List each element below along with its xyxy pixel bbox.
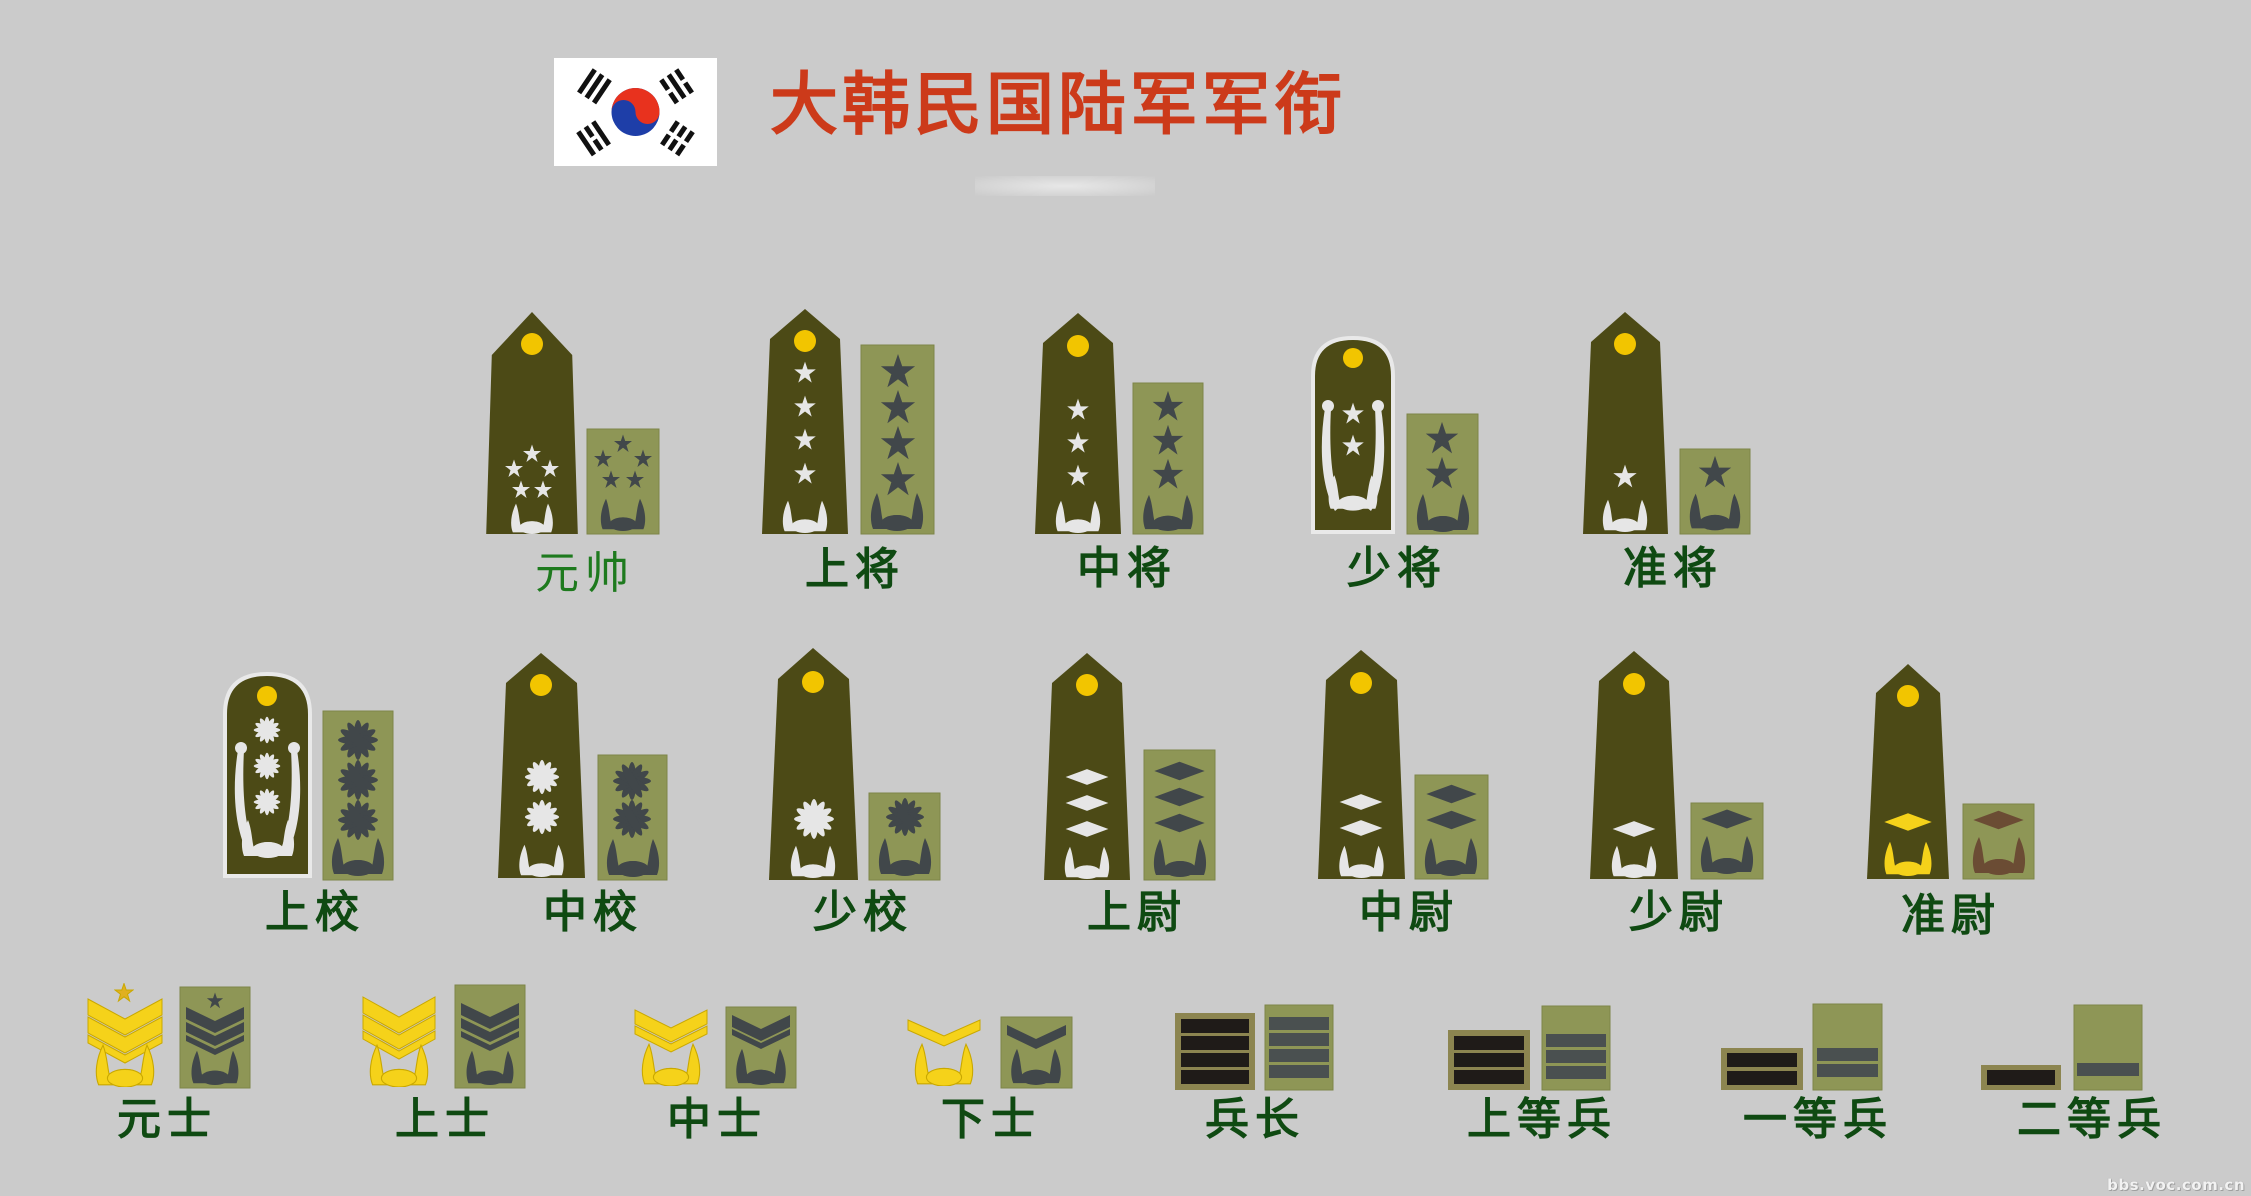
shoulder-board-second-lieutenant bbox=[1590, 651, 1678, 879]
collar-patch-sergeant-major bbox=[179, 986, 251, 1089]
collar-patch-general bbox=[860, 344, 935, 535]
watermark: bbs.voc.com.cn bbox=[2107, 1176, 2245, 1194]
rank-label: 准尉 bbox=[1901, 890, 2001, 941]
rank-label: 兵长 bbox=[1205, 1094, 1305, 1145]
shoulder-board-general bbox=[762, 309, 848, 534]
south-korea-flag-icon bbox=[554, 58, 717, 166]
collar-patch-sergeant-first-class bbox=[725, 1006, 797, 1089]
collar-patch-marshal bbox=[586, 428, 660, 535]
decorative-glow bbox=[975, 176, 1155, 196]
collar-patch-private bbox=[2073, 1004, 2143, 1091]
collar-patch-staff-sergeant bbox=[1000, 1016, 1073, 1089]
rank-label: 中尉 bbox=[1359, 887, 1459, 938]
rank-label: 中士 bbox=[667, 1094, 767, 1145]
shoulder-board-marshal bbox=[486, 312, 578, 534]
shoulder-board-colonel bbox=[223, 671, 312, 878]
insignia-sergeant bbox=[1175, 1013, 1255, 1090]
page-title: 大韩民国陆军军衔 bbox=[770, 65, 1347, 145]
rank-label: 少将 bbox=[1347, 543, 1447, 594]
rank-label: 一等兵 bbox=[1743, 1094, 1893, 1145]
insignia-staff-sergeant bbox=[898, 1018, 990, 1088]
collar-patch-warrant-officer bbox=[1962, 803, 2035, 880]
collar-patch-lieutenant-colonel bbox=[597, 754, 668, 881]
insignia-sergeant-first-class bbox=[627, 1008, 715, 1088]
insignia-sergeant-major bbox=[80, 983, 170, 1088]
insignia-private bbox=[1981, 1065, 2061, 1090]
rank-label: 二等兵 bbox=[2017, 1094, 2167, 1145]
collar-patch-major bbox=[868, 792, 941, 881]
insignia-corporal bbox=[1448, 1030, 1530, 1090]
shoulder-board-warrant-officer bbox=[1867, 664, 1949, 879]
collar-patch-brigadier-general bbox=[1679, 448, 1751, 535]
rank-label: 中将 bbox=[1077, 543, 1177, 594]
rank-label: 上尉 bbox=[1087, 887, 1187, 938]
rank-label: 准将 bbox=[1623, 543, 1723, 594]
collar-patch-captain bbox=[1143, 749, 1216, 881]
shoulder-board-major bbox=[769, 648, 858, 880]
rank-label: 少校 bbox=[813, 887, 913, 938]
collar-patch-corporal bbox=[1541, 1005, 1611, 1091]
collar-patch-colonel bbox=[322, 710, 394, 881]
rank-label: 上等兵 bbox=[1467, 1094, 1617, 1145]
rank-label: 下士 bbox=[941, 1094, 1041, 1145]
collar-patch-second-lieutenant bbox=[1690, 802, 1764, 880]
insignia-master-sergeant bbox=[355, 993, 443, 1088]
shoulder-board-brigadier-general bbox=[1583, 312, 1668, 534]
rank-label: 上校 bbox=[265, 887, 365, 938]
shoulder-board-lieutenant-general bbox=[1035, 313, 1121, 534]
rank-label: 上士 bbox=[395, 1094, 495, 1145]
rank-label: 少尉 bbox=[1629, 887, 1729, 938]
collar-patch-lieutenant-general bbox=[1132, 382, 1204, 535]
collar-patch-sergeant bbox=[1264, 1004, 1334, 1091]
rank-label: 上将 bbox=[805, 544, 905, 595]
shoulder-board-major-general bbox=[1311, 335, 1395, 534]
rank-label: 元士 bbox=[117, 1094, 217, 1145]
shoulder-board-first-lieutenant bbox=[1318, 650, 1405, 879]
collar-patch-major-general bbox=[1406, 413, 1479, 535]
collar-patch-first-lieutenant bbox=[1414, 774, 1489, 880]
rank-label: 中校 bbox=[543, 887, 643, 938]
rank-label: 元帅 bbox=[535, 548, 635, 599]
collar-patch-private-first-class bbox=[1812, 1003, 1883, 1091]
collar-patch-master-sergeant bbox=[454, 984, 526, 1089]
insignia-private-first-class bbox=[1721, 1048, 1803, 1090]
shoulder-board-lieutenant-colonel bbox=[498, 653, 585, 878]
shoulder-board-captain bbox=[1044, 653, 1130, 880]
